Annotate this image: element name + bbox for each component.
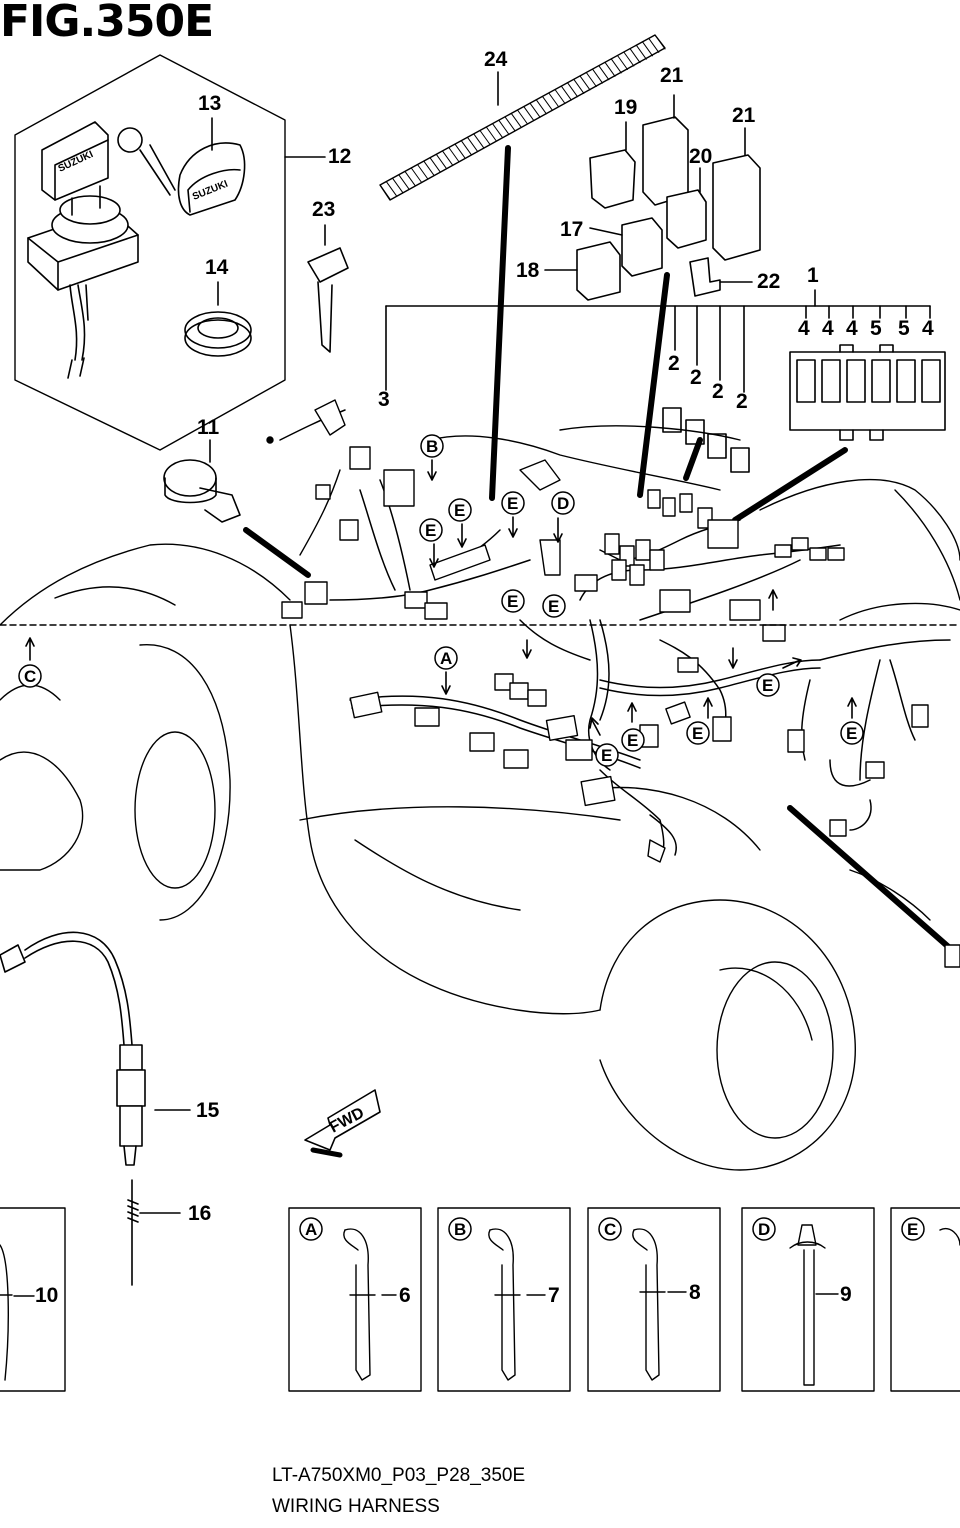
figure-code: LT-A750XM0_P03_P28_350E <box>272 1465 526 1486</box>
marker-e-1: E <box>454 501 465 520</box>
callout-19: 19 <box>614 96 637 119</box>
marker-e-4: E <box>507 592 518 611</box>
callout-8: 8 <box>689 1281 701 1304</box>
callout-24: 24 <box>484 48 508 71</box>
marker-e-10: E <box>846 724 857 743</box>
marker-e-2: E <box>425 521 436 540</box>
figure-name: WIRING HARNESS <box>272 1496 440 1517</box>
marker-e-3: E <box>507 494 518 513</box>
clamp-box-d-label: D <box>758 1220 770 1239</box>
clamp-box-c-label: C <box>604 1220 616 1239</box>
harness-bundle <box>279 409 951 861</box>
callout-2-a: 2 <box>668 352 680 375</box>
callout-14: 14 <box>205 256 229 279</box>
callout-22: 22 <box>757 270 780 293</box>
harness-connectors <box>266 399 960 968</box>
marker-e-6: E <box>627 731 638 750</box>
callout-13: 13 <box>198 92 221 115</box>
clamp-marker-letters: B E E E D E E A C E E E E E A B C D E <box>24 437 918 1239</box>
callout-1: 1 <box>807 264 819 287</box>
callout-20: 20 <box>689 145 712 168</box>
vehicle-outline <box>0 425 960 1171</box>
clamp-box-e-label: E <box>907 1220 918 1239</box>
marker-d: D <box>557 494 569 513</box>
key-part <box>307 224 349 353</box>
marker-arrows <box>25 459 857 736</box>
marker-a: A <box>440 649 452 668</box>
callout-12: 12 <box>328 145 351 168</box>
marker-e-7: E <box>601 746 612 765</box>
callout-5-b: 5 <box>898 317 910 340</box>
callout-4-a: 4 <box>798 317 810 340</box>
callout-15: 15 <box>196 1099 220 1122</box>
callout-2-c: 2 <box>712 380 724 403</box>
clamp-markers <box>18 434 925 1241</box>
clamp-box-b-label: B <box>454 1220 466 1239</box>
callout-23: 23 <box>312 198 335 221</box>
protector-tube <box>379 34 666 201</box>
callout-21-top: 21 <box>660 64 684 87</box>
callout-4-d: 4 <box>922 317 934 340</box>
callout-10: 10 <box>35 1284 58 1307</box>
socket-part <box>163 439 241 523</box>
forward-arrow-icon: FWD <box>304 1089 381 1158</box>
callout-5-a: 5 <box>870 317 882 340</box>
callout-4-c: 4 <box>846 317 858 340</box>
callout-16: 16 <box>188 1202 211 1225</box>
marker-c: C <box>24 667 36 686</box>
clamp-boxes <box>0 1207 960 1392</box>
callout-numbers: 24 21 19 21 20 17 18 22 1 4 4 4 5 5 4 2 … <box>35 48 934 1307</box>
callout-21-right: 21 <box>732 104 756 127</box>
relay-group <box>544 94 761 301</box>
marker-e-5: E <box>548 597 559 616</box>
callout-2-b: 2 <box>690 366 702 389</box>
ignition-switch-group: SUZUKI SUZUKI <box>14 54 326 451</box>
marker-b: B <box>426 437 438 456</box>
callout-9: 9 <box>840 1283 852 1306</box>
clamp-box-a-label: A <box>305 1220 317 1239</box>
callout-7: 7 <box>548 1284 560 1307</box>
figure-title: FIG.350E <box>0 0 214 47</box>
oxygen-sensor <box>0 931 191 1286</box>
callout-6: 6 <box>399 1284 411 1307</box>
marker-e-9: E <box>762 676 773 695</box>
callout-3: 3 <box>378 388 390 411</box>
callout-2-d: 2 <box>736 390 748 413</box>
marker-e-8: E <box>692 724 703 743</box>
callout-11: 11 <box>197 416 220 439</box>
callout-17: 17 <box>560 218 583 241</box>
callout-4-b: 4 <box>822 317 834 340</box>
callout-18: 18 <box>516 259 540 282</box>
fuse-box <box>385 289 946 523</box>
